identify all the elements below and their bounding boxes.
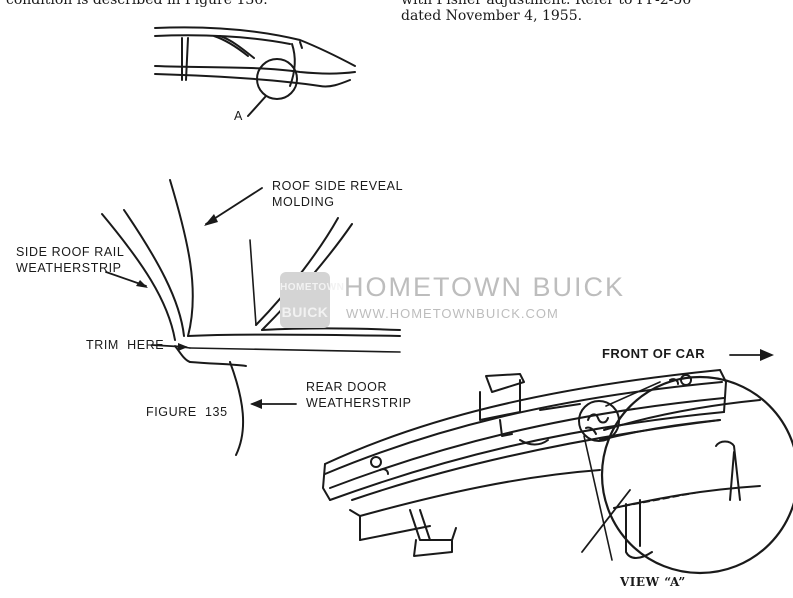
left-column-text: condition is described in Figure 136.	[6, 0, 268, 8]
watermark-url: WWW.HOMETOWNBUICK.COM	[346, 306, 559, 321]
arrowheads	[136, 214, 774, 409]
magnifier-circle	[600, 375, 793, 575]
figure-number-label: FIGURE 135	[146, 405, 228, 419]
rear-door-weatherstrip-label: REAR DOOR WEATHERSTRIP	[306, 380, 412, 410]
detail-circle	[256, 58, 298, 100]
roof-location-sketch	[154, 26, 356, 117]
trim-here-label: TRIM HERE	[86, 338, 165, 352]
callout-a-label: A	[234, 109, 243, 123]
right-column-text-line2: dated November 4, 1955.	[401, 8, 583, 24]
view-a-detail	[578, 375, 793, 575]
watermark-logo: HOMETOWN BUICK	[280, 272, 344, 328]
retainer-assembly	[322, 369, 727, 557]
side-roof-rail-weatherstrip-label: SIDE ROOF RAIL WEATHERSTRIP	[16, 245, 125, 275]
callout-leader	[247, 95, 267, 117]
roof-side-reveal-molding-label: ROOF SIDE REVEAL MOLDING	[272, 179, 404, 209]
roof-rail-section	[101, 179, 401, 456]
right-column-text-line1: with Fisher adjustment. Refer to PP-2-56	[401, 0, 692, 8]
view-a-label: VIEW “A”	[620, 575, 686, 589]
watermark-title: HOMETOWN BUICK	[344, 272, 626, 302]
front-of-car-label: FRONT OF CAR	[602, 346, 706, 361]
